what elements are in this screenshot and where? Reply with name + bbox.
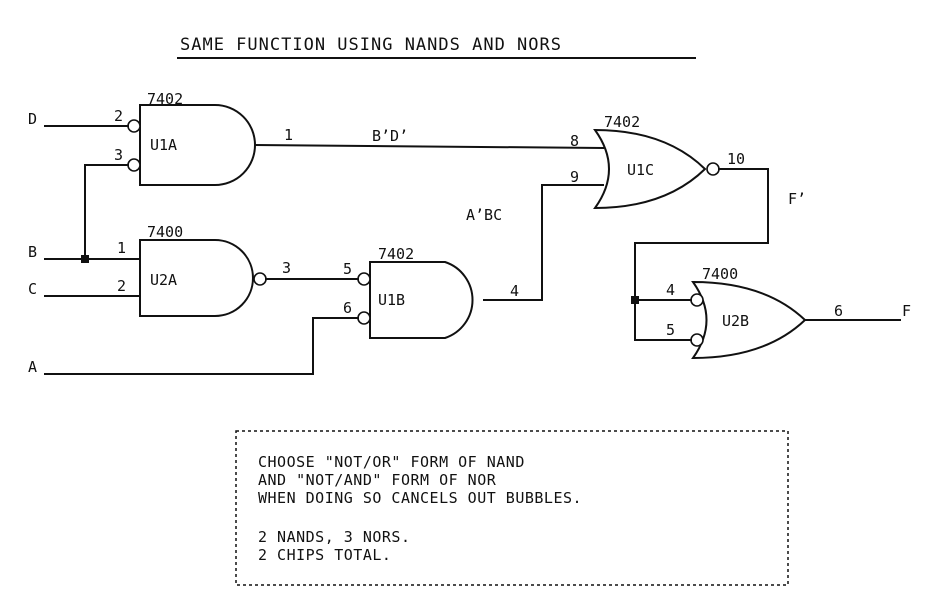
inversion-bubble <box>706 162 720 176</box>
pin-number: 4 <box>510 282 519 300</box>
input-label-c: C <box>28 280 37 298</box>
signal-label-bd: B’D’ <box>372 127 408 145</box>
chip-label: 7402 <box>147 90 183 108</box>
inversion-bubble <box>357 311 371 325</box>
input-label-b: B <box>28 243 37 261</box>
or-gate-body <box>691 280 807 360</box>
gate-u2b: 7400 U2B 4 5 6 <box>666 265 843 360</box>
pin-number: 6 <box>343 299 352 317</box>
gate-u2a: 7400 U2A 1 2 3 <box>117 223 291 317</box>
note-line: AND "NOT/AND" FORM OF NOR <box>258 471 497 489</box>
note-line: WHEN DOING SO CANCELS OUT BUBBLES. <box>258 489 582 507</box>
gate-name: U1B <box>378 291 405 309</box>
pin-number: 8 <box>570 132 579 150</box>
note-line: 2 CHIPS TOTAL. <box>258 546 391 564</box>
inversion-bubble <box>690 333 704 347</box>
note-box: CHOOSE "NOT/OR" FORM OF NAND AND "NOT/AN… <box>235 430 789 586</box>
chip-label: 7402 <box>378 245 414 263</box>
note-line: CHOOSE "NOT/OR" FORM OF NAND <box>258 453 525 471</box>
chip-label: 7400 <box>702 265 738 283</box>
inversion-bubble <box>127 119 141 133</box>
pin-number: 4 <box>666 281 675 299</box>
signal-label-fp: F’ <box>788 190 806 208</box>
note-line: 2 NANDS, 3 NORS. <box>258 528 411 546</box>
input-label-a: A <box>28 358 37 376</box>
inversion-bubble <box>253 272 267 286</box>
output-label-f: F <box>902 302 911 320</box>
nor-gate-body <box>593 128 707 210</box>
input-label-d: D <box>28 110 37 128</box>
inversion-bubble <box>690 293 704 307</box>
and-gate-body <box>369 261 474 339</box>
diagram-title: SAME FUNCTION USING NANDS AND NORS <box>180 35 562 55</box>
wire-abc <box>483 184 604 301</box>
inversion-bubble <box>127 158 141 172</box>
gate-u1a: 7402 U1A 2 3 1 <box>114 90 293 186</box>
pin-number: 5 <box>343 260 352 278</box>
pin-number: 3 <box>114 146 123 164</box>
pin-number: 3 <box>282 259 291 277</box>
gate-u1c: 7402 U1C 8 9 10 <box>570 113 745 210</box>
nand-gate-body <box>139 239 254 317</box>
pin-number: 5 <box>666 321 675 339</box>
and-gate-body <box>139 104 256 186</box>
wire-a <box>44 317 359 375</box>
pin-number: 9 <box>570 168 579 186</box>
junction-dot <box>81 255 89 263</box>
pin-number: 1 <box>117 239 126 257</box>
gate-u1b: 7402 U1B 5 6 4 <box>343 245 519 339</box>
pin-number: 6 <box>834 302 843 320</box>
wires <box>44 125 901 375</box>
junction-dot <box>631 296 639 304</box>
signal-label-abc: A’BC <box>466 206 502 224</box>
chip-label: 7400 <box>147 223 183 241</box>
note-border <box>235 430 789 586</box>
pin-number: 10 <box>727 150 745 168</box>
gate-name: U2B <box>722 312 749 330</box>
pin-number: 2 <box>117 277 126 295</box>
gate-name: U2A <box>150 271 177 289</box>
chip-label: 7402 <box>604 113 640 131</box>
wire-b-branch <box>84 164 129 260</box>
wire-fp <box>634 168 769 341</box>
inversion-bubble <box>357 272 371 286</box>
wire-bd <box>253 143 605 150</box>
pin-number: 2 <box>114 107 123 125</box>
gate-name: U1C <box>627 161 654 179</box>
gate-name: U1A <box>150 136 177 154</box>
pin-number: 1 <box>284 126 293 144</box>
